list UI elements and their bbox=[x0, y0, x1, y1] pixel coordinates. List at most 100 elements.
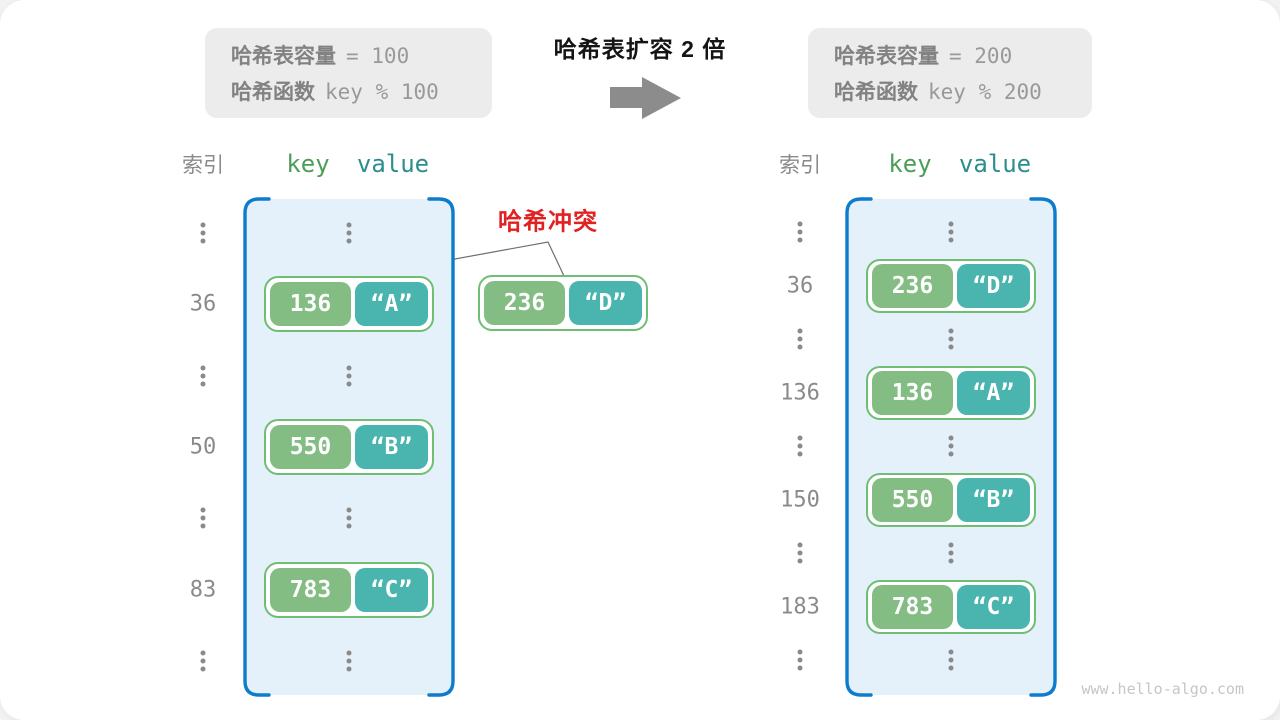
key-value-pair: 136 “A” bbox=[264, 276, 434, 332]
key-column-header: key bbox=[286, 150, 330, 178]
bucket-ellipsis bbox=[346, 365, 352, 386]
dot bbox=[797, 657, 803, 663]
dot bbox=[346, 658, 352, 664]
capacity-line: 哈希表容量 = 100 bbox=[231, 40, 492, 70]
dot bbox=[797, 328, 803, 334]
value-box: “A” bbox=[956, 370, 1030, 415]
dot bbox=[948, 435, 954, 441]
dot bbox=[797, 649, 803, 655]
bracket-stroke bbox=[1029, 197, 1057, 697]
dot bbox=[346, 230, 352, 235]
index-label: 136 bbox=[780, 380, 820, 405]
value-text: “C” bbox=[370, 576, 413, 603]
hash-function-label: 哈希函数 bbox=[231, 81, 315, 104]
dot bbox=[200, 230, 206, 235]
bracket-stroke bbox=[845, 197, 873, 697]
bucket-ellipsis bbox=[346, 650, 352, 672]
index-label: 36 bbox=[189, 291, 217, 317]
dot bbox=[346, 523, 352, 529]
dot bbox=[948, 542, 954, 548]
dot bbox=[797, 336, 803, 342]
dot bbox=[948, 229, 954, 235]
index-label: 50 bbox=[189, 434, 217, 459]
key-box: 783 bbox=[872, 584, 953, 629]
key-box: 550 bbox=[270, 424, 351, 469]
dot bbox=[948, 328, 954, 334]
dot bbox=[797, 443, 803, 449]
hash-function-label: 哈希函数 bbox=[834, 81, 918, 104]
key-box: 236 bbox=[484, 281, 565, 325]
index-ellipsis bbox=[797, 649, 803, 671]
value-box: “D” bbox=[956, 263, 1030, 308]
index-column-header: 索引 bbox=[779, 154, 821, 177]
dot bbox=[797, 221, 803, 227]
dot bbox=[797, 229, 803, 235]
dot bbox=[200, 666, 206, 672]
dot bbox=[200, 238, 206, 243]
index-column-header: 索引 bbox=[182, 154, 224, 177]
dot bbox=[948, 237, 954, 243]
key-value-pair: 783“C” bbox=[866, 579, 1036, 634]
capacity-label: 哈希表容量 bbox=[834, 45, 939, 68]
value-box: “A” bbox=[354, 282, 428, 326]
index-label: 183 bbox=[780, 594, 820, 619]
dot bbox=[346, 507, 352, 513]
bucket-ellipsis bbox=[948, 221, 954, 243]
value-box: “B” bbox=[956, 477, 1030, 522]
dot bbox=[200, 381, 206, 386]
dot bbox=[797, 344, 803, 350]
key-text: 236 bbox=[891, 272, 934, 299]
index-label: 36 bbox=[786, 273, 814, 298]
key-text: 783 bbox=[891, 593, 934, 620]
bucket-array-brackets bbox=[845, 197, 1057, 697]
key-text: 783 bbox=[289, 576, 332, 603]
index-ellipsis bbox=[797, 542, 803, 564]
value-text: “A” bbox=[370, 291, 413, 317]
dot bbox=[200, 523, 206, 529]
diagram-title: 哈希表扩容 2 倍 bbox=[553, 36, 727, 62]
dot bbox=[200, 373, 206, 378]
bucket-ellipsis bbox=[948, 649, 954, 671]
key-column-header: key bbox=[888, 150, 932, 178]
key-text: 136 bbox=[289, 291, 332, 317]
bucket-ellipsis bbox=[346, 507, 352, 529]
hash-function-line: 哈希函数 key % 200 bbox=[834, 76, 1092, 106]
key-box: 136 bbox=[270, 282, 351, 326]
hash-function-line: 哈希函数 key % 100 bbox=[231, 76, 492, 106]
hash-function-value: key % 100 bbox=[325, 80, 439, 104]
dot bbox=[948, 336, 954, 342]
value-text: “D” bbox=[584, 290, 627, 316]
index-ellipsis bbox=[797, 221, 803, 243]
key-text: 550 bbox=[891, 486, 934, 513]
dot bbox=[346, 222, 352, 227]
dot bbox=[797, 451, 803, 457]
bucket-ellipsis bbox=[948, 328, 954, 350]
index-ellipsis bbox=[797, 328, 803, 350]
key-value-pair: 136“A” bbox=[866, 365, 1036, 420]
key-value-pair: 550“B” bbox=[264, 418, 434, 475]
hash-function-value: key % 200 bbox=[928, 80, 1042, 104]
index-label: 150 bbox=[780, 487, 820, 512]
dot bbox=[346, 238, 352, 243]
dot bbox=[948, 665, 954, 671]
dot bbox=[797, 550, 803, 556]
key-box: 236 bbox=[872, 263, 953, 308]
dot bbox=[346, 650, 352, 656]
dot bbox=[948, 649, 954, 655]
dot bbox=[797, 665, 803, 671]
dot bbox=[948, 344, 954, 350]
key-value-pair: 550 “B” bbox=[866, 472, 1036, 527]
index-ellipsis bbox=[200, 365, 206, 386]
dot bbox=[948, 443, 954, 449]
capacity-value: = 200 bbox=[949, 44, 1013, 68]
index-ellipsis bbox=[200, 507, 206, 529]
capacity-label: 哈希表容量 bbox=[231, 45, 336, 68]
bucket-ellipsis bbox=[948, 542, 954, 564]
bracket-stroke bbox=[243, 197, 271, 697]
key-box: 136 bbox=[872, 370, 953, 415]
value-column-header: value bbox=[356, 150, 430, 178]
dot bbox=[948, 221, 954, 227]
dot bbox=[948, 558, 954, 564]
before-capacity-box: 哈希表容量 = 100 哈希函数 key % 100 bbox=[205, 28, 492, 118]
